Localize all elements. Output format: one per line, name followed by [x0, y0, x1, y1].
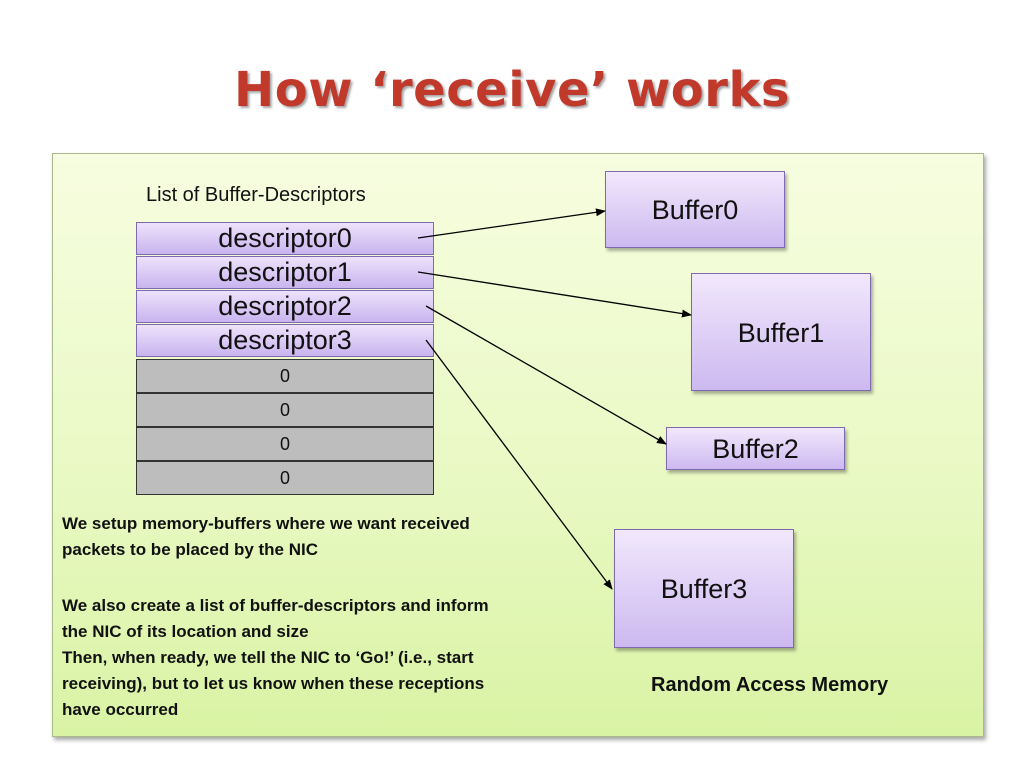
- paragraph-2-line-4: receiving), but to let us know when thes…: [62, 674, 485, 693]
- buffer-0: Buffer0: [605, 171, 785, 248]
- paragraph-2-line-1: We also create a list of buffer-descript…: [62, 596, 489, 615]
- buffer-3: Buffer3: [614, 529, 794, 648]
- paragraph-1: We setup memory-buffers where we want re…: [62, 511, 470, 563]
- descriptor-0: descriptor0: [136, 222, 434, 255]
- descriptor-3: descriptor3: [136, 324, 434, 357]
- paragraph-2-line-5: have occurred: [62, 700, 179, 719]
- buffer-1: Buffer1: [691, 273, 871, 391]
- paragraph-1-line-2: packets to be placed by the NIC: [62, 540, 319, 559]
- slide-title: How ‘receive’ works: [234, 62, 790, 118]
- paragraph-1-line-1: We setup memory-buffers where we want re…: [62, 514, 470, 533]
- empty-slot-1: 0: [136, 393, 434, 427]
- descriptor-list-label: List of Buffer-Descriptors: [146, 184, 366, 206]
- paragraph-2-line-3: Then, when ready, we tell the NIC to ‘Go…: [62, 648, 474, 667]
- descriptor-1: descriptor1: [136, 256, 434, 289]
- empty-slot-0: 0: [136, 359, 434, 393]
- empty-slot-3: 0: [136, 461, 434, 495]
- empty-slot-2: 0: [136, 427, 434, 461]
- descriptor-2: descriptor2: [136, 290, 434, 323]
- paragraph-2: We also create a list of buffer-descript…: [62, 593, 489, 723]
- buffer-2: Buffer2: [666, 427, 845, 470]
- paragraph-2-line-2: the NIC of its location and size: [62, 622, 309, 641]
- ram-label: Random Access Memory: [651, 674, 889, 696]
